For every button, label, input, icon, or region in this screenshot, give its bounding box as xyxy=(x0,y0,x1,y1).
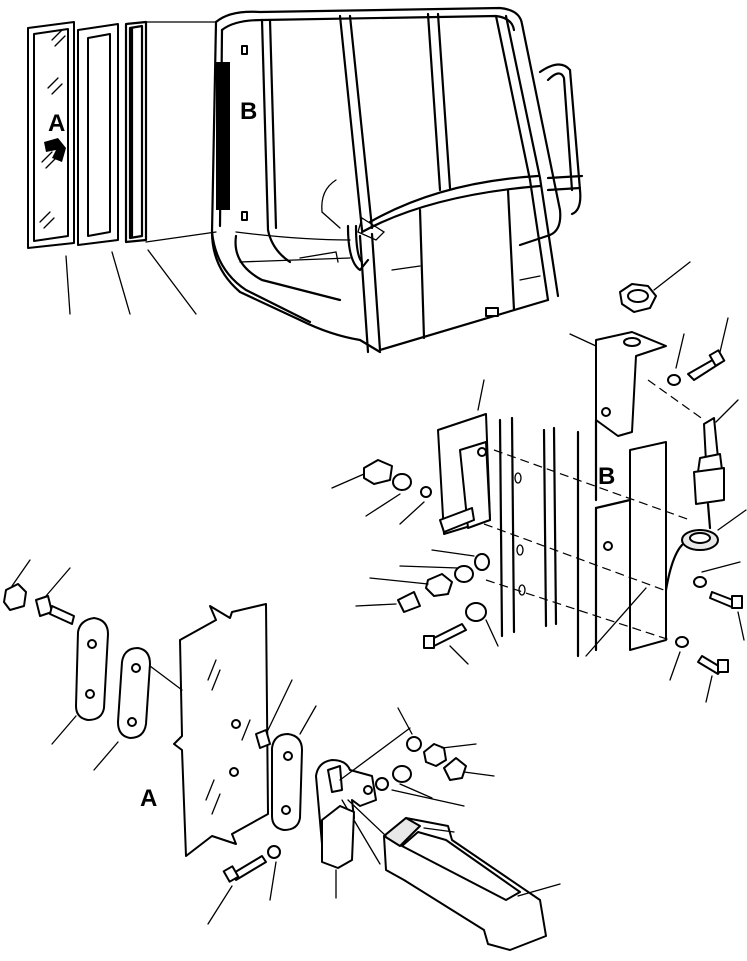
spacer-plate-3 xyxy=(271,705,317,831)
cap-nut-left xyxy=(3,559,31,611)
lock-nut xyxy=(619,261,691,313)
nut-washer-set-a xyxy=(375,707,495,807)
alignment-dashes xyxy=(483,379,705,641)
door-edge xyxy=(498,416,558,638)
spacer-plate-2 xyxy=(93,647,151,771)
bolt-left xyxy=(35,567,75,625)
bushing xyxy=(255,679,293,749)
callout-a-top-label: A xyxy=(48,110,65,137)
callout-b-detail-label: B xyxy=(598,463,615,490)
window-seal xyxy=(124,20,148,244)
callout-a-detail-label: A xyxy=(140,785,157,812)
callout-b-top-label: B xyxy=(240,98,257,125)
mounting-bracket xyxy=(569,331,667,437)
glass-section: A xyxy=(140,603,269,857)
latch-block xyxy=(347,799,561,951)
detail-a-assembly: A xyxy=(3,559,561,951)
cab-assembly: B xyxy=(210,6,584,354)
bolt-washer-lower xyxy=(669,561,745,703)
leader-lines-top xyxy=(65,21,217,315)
detail-b-assembly: B xyxy=(331,261,747,703)
bolt-washer-upper xyxy=(667,317,729,386)
spacer-plate-1 xyxy=(51,617,109,745)
nut-washer-set-upper xyxy=(331,459,432,525)
rubber-stop xyxy=(321,805,355,899)
nut-washer-set-lower xyxy=(355,549,499,665)
bolt-bottom xyxy=(207,845,281,925)
sensor-switch xyxy=(660,399,747,622)
door-post: B xyxy=(576,418,667,658)
side-glass-panel: A xyxy=(27,21,75,249)
window-frame xyxy=(77,23,119,246)
striker-plate xyxy=(437,379,491,535)
